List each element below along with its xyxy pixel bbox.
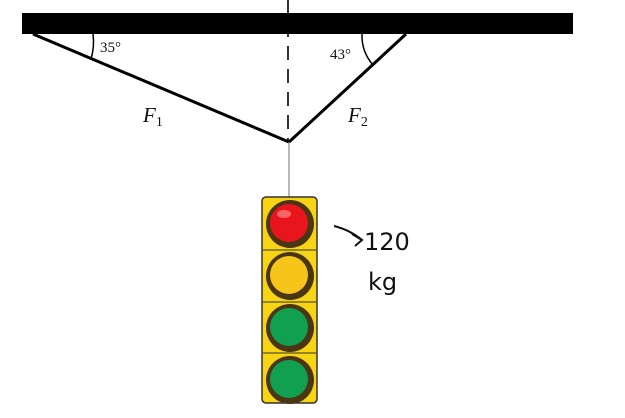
mass-value: 120: [364, 228, 410, 256]
traffic-light: [261, 196, 318, 404]
force-label-f2: F2: [347, 103, 368, 130]
mass-annotation: 120 kg: [333, 225, 410, 296]
force-label-f1: F1: [142, 103, 163, 130]
angle-label-left: 35°: [100, 40, 121, 56]
rope-f1: [32, 32, 290, 144]
arrow-icon: [333, 225, 364, 247]
yellow-lamp: [266, 252, 314, 300]
green-lamp-upper: [266, 304, 314, 352]
ceiling-beam: [22, 13, 573, 34]
angle-arc-left: [90, 33, 95, 60]
red-lamp: [266, 200, 314, 248]
angle-label-right: 43°: [330, 47, 351, 63]
mass-unit: kg: [368, 268, 397, 296]
angle-arc-right: [361, 33, 374, 66]
rope-f2: [287, 32, 408, 144]
green-lamp-lower: [266, 356, 314, 404]
